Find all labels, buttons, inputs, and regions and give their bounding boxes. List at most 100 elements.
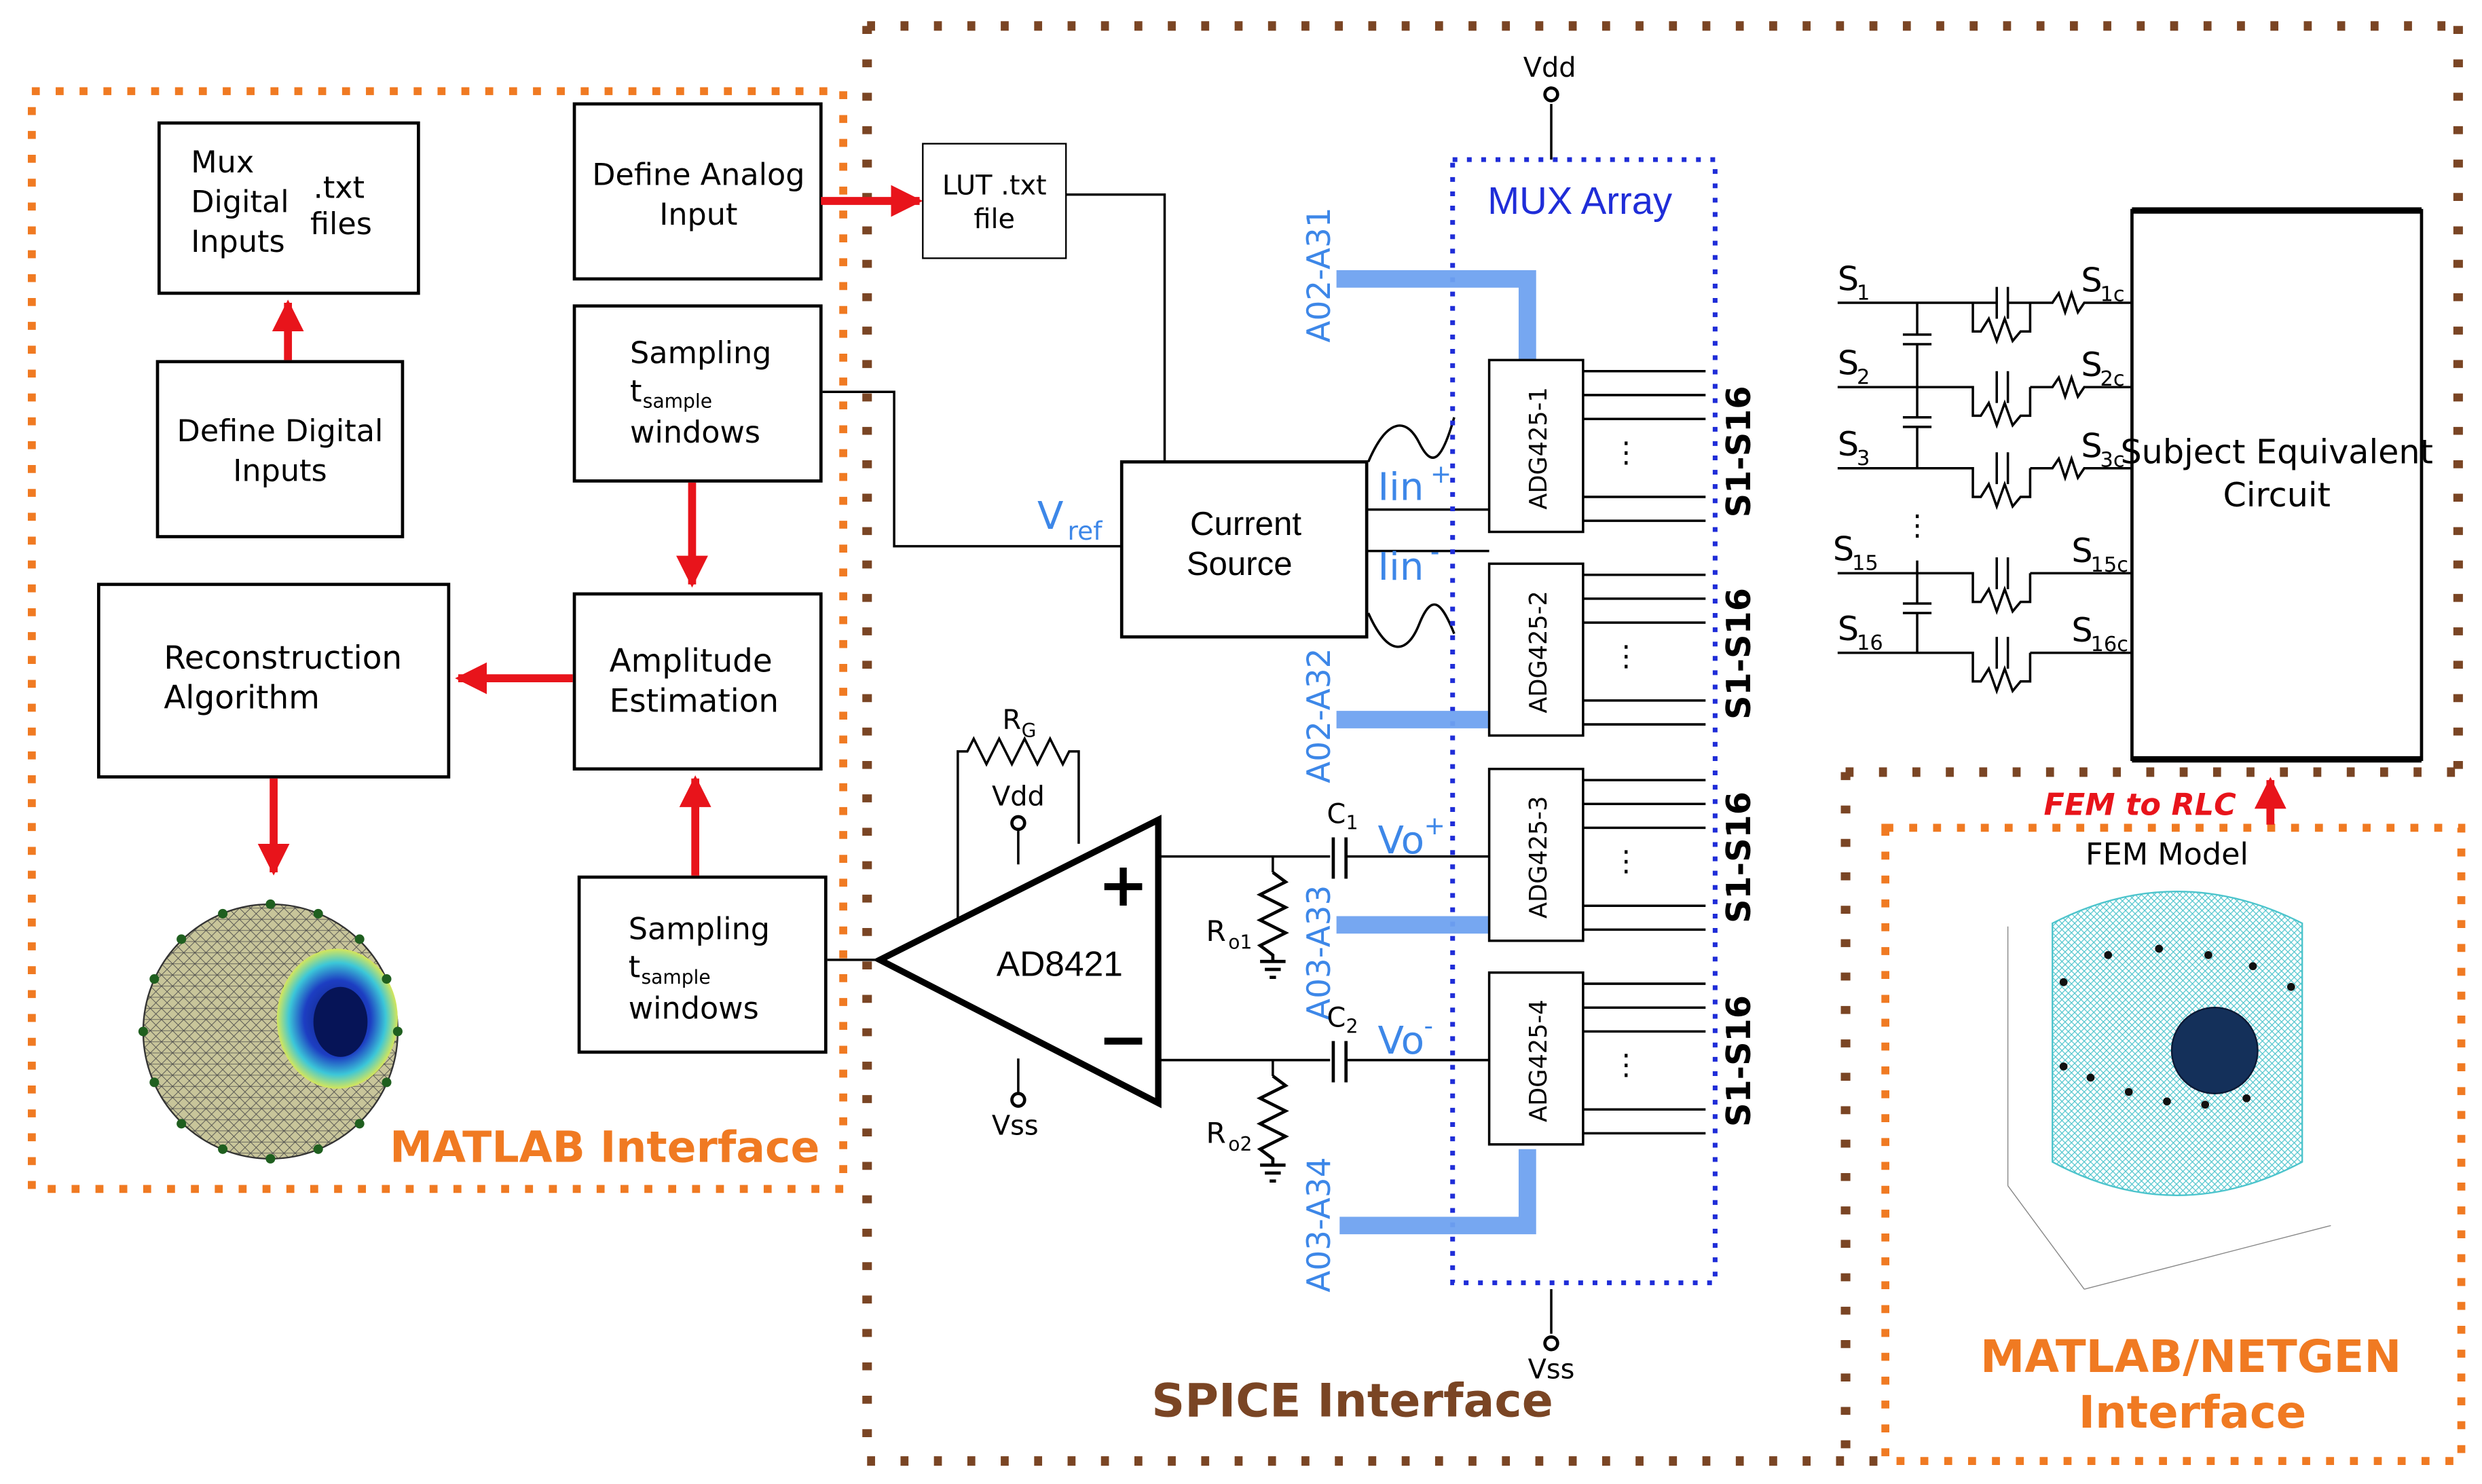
fem-model-image (2007, 890, 2331, 1290)
vref-sub: ref (1068, 516, 1103, 546)
ro1-sub: o1 (1228, 931, 1252, 954)
signal-wires (822, 104, 1553, 1334)
vo-plus-sign: + (1424, 811, 1445, 840)
subject-label-2: Circuit (2223, 475, 2330, 515)
matlab-interface-title: MATLAB Interface (390, 1122, 819, 1172)
s-right-15-sub: 15c (2090, 553, 2128, 577)
spice-interface-title: SPICE Interface (1151, 1375, 1553, 1428)
s-left-16: S (1838, 609, 1859, 648)
s-right-2: S (2081, 345, 2102, 384)
output-network (1256, 837, 1348, 1183)
c1-label: C (1327, 798, 1346, 830)
mux-label-3: Inputs (191, 225, 284, 259)
chip-dots-3: ⋮ (1612, 845, 1640, 878)
txt-label-1: .txt (314, 170, 365, 205)
chip-adg425-2: ADG425-2 ⋮ S1-S16 (1487, 562, 1758, 737)
chip-dots-4: ⋮ (1612, 1048, 1640, 1081)
mux-label-1: Mux (191, 145, 254, 180)
vo-plus-label: Vo (1378, 819, 1425, 863)
vo-minus-sign: - (1424, 1011, 1434, 1041)
chip-adg425-3: ADG425-3 ⋮ S1-S16 (1487, 767, 1758, 942)
vref-label: V (1037, 494, 1063, 538)
rg-label: R (1002, 705, 1021, 736)
s-right-3-sub: 3c (2100, 448, 2125, 472)
outputs-label-4: S1-S16 (1719, 995, 1758, 1127)
sampling-bot-label-1: Sampling (629, 912, 770, 946)
s-left-2: S (1838, 343, 1859, 382)
define-analog-label-1: Define Analog (592, 158, 804, 193)
ro2-sub: o2 (1228, 1133, 1252, 1155)
spice-region-border (862, 21, 2463, 1466)
s-left-2-sub: 2 (1857, 366, 1870, 390)
ro2-label: R (1206, 1116, 1225, 1149)
netgen-title-1: MATLAB/NETGEN (1980, 1331, 2401, 1383)
iin-minus-sign: - (1430, 537, 1440, 567)
s-right-1-sub: 1c (2100, 283, 2125, 307)
vss-terminal (1543, 1335, 1559, 1352)
subject-label-1: Subject Equivalent (2120, 432, 2432, 472)
amplitude-label-1: Amplitude (610, 643, 773, 680)
amp-plus: + (1098, 850, 1149, 921)
instrumentation-amplifier: AD8421 + − R G Vdd Vss (872, 705, 1162, 1142)
sampling-windows-top-box: Sampling t sample windows (572, 304, 823, 483)
mux-chips: ADG425-1 ⋮ S1-S16 ADG425-2 ⋮ S1-S16 ADG4… (1487, 358, 1758, 1146)
amp-vdd-label: Vdd (992, 781, 1045, 813)
chip-dots-2: ⋮ (1612, 639, 1640, 672)
s-left-3: S (1838, 424, 1859, 464)
chip-adg425-4: ADG425-4 ⋮ S1-S16 (1487, 971, 1758, 1146)
address-buses (1336, 270, 1536, 1235)
address-label-4: A03-A34 (1301, 1157, 1338, 1292)
rc-dots: ⋮ (1903, 508, 1931, 542)
s-right-16: S (2071, 610, 2092, 650)
outputs-label-1: S1-S16 (1719, 386, 1758, 517)
reconstruction-algorithm-box: Reconstruction Algorithm (96, 582, 451, 779)
ro1-label: R (1206, 914, 1225, 948)
fem-model-label: FEM Model (2086, 837, 2248, 872)
address-label-2: A02-A32 (1301, 648, 1338, 783)
amp-minus: − (1098, 1005, 1149, 1075)
netgen-title-2: Interface (2079, 1387, 2307, 1439)
chip-label-1: ADG425-1 (1525, 387, 1553, 509)
vdd-terminal (1543, 86, 1559, 103)
vo-minus-label: Vo (1378, 1019, 1425, 1063)
c1-sub: 1 (1346, 812, 1358, 834)
sampling-top-label-1: Sampling (630, 336, 771, 371)
vdd-top-label: Vdd (1523, 52, 1576, 84)
current-source-box: Current Source (1119, 460, 1369, 639)
subject-equivalent-circuit: Subject Equivalent Circuit ⋮ S 1 S 2 S 3… (1833, 207, 2433, 763)
s-right-labels: S 1c S 2c S 3c S 15c S 16c (2071, 261, 2128, 657)
fem-to-rlc-label: FEM to RLC (2043, 788, 2236, 823)
s-right-15: S (2071, 531, 2092, 570)
reconstruction-label-1: Reconstruction (164, 639, 402, 677)
outputs-label-3: S1-S16 (1719, 792, 1758, 923)
matlab-region-border (28, 87, 847, 1193)
sampling-top-t: t (630, 374, 642, 409)
outputs-label-2: S1-S16 (1719, 588, 1758, 720)
s-left-15: S (1833, 530, 1854, 569)
lut-label-1: LUT .txt (942, 170, 1047, 202)
current-source-label-2: Source (1187, 545, 1293, 582)
sampling-windows-bottom-box: Sampling t sample windows (577, 875, 828, 1054)
chip-label-4: ADG425-4 (1525, 1000, 1553, 1122)
s-left-16-sub: 16 (1857, 631, 1883, 655)
mux-label-2: Digital (191, 185, 289, 219)
chip-dots-1: ⋮ (1612, 435, 1640, 468)
iin-plus-label: Iin (1378, 466, 1424, 510)
c2-sub: 2 (1346, 1016, 1358, 1038)
lut-label-2: file (974, 204, 1015, 235)
sampling-bot-sub: sample (641, 966, 710, 988)
lut-file-box: LUT .txt file (922, 143, 1067, 259)
vss-bottom-label: Vss (1528, 1354, 1575, 1385)
s-left-3-sub: 3 (1857, 447, 1870, 470)
mux-digital-inputs-box: Mux Digital Inputs .txt files (158, 121, 420, 295)
iin-minus-label: Iin (1378, 545, 1424, 589)
amplitude-estimation-box: Amplitude Estimation (572, 592, 823, 771)
define-digital-label-1: Define Digital (177, 414, 384, 449)
s-left-15-sub: 15 (1852, 552, 1878, 576)
amp-name: AD8421 (997, 944, 1123, 983)
chip-label-3: ADG425-3 (1525, 796, 1553, 919)
current-source-label-1: Current (1190, 505, 1301, 542)
s-left-1: S (1838, 259, 1859, 298)
